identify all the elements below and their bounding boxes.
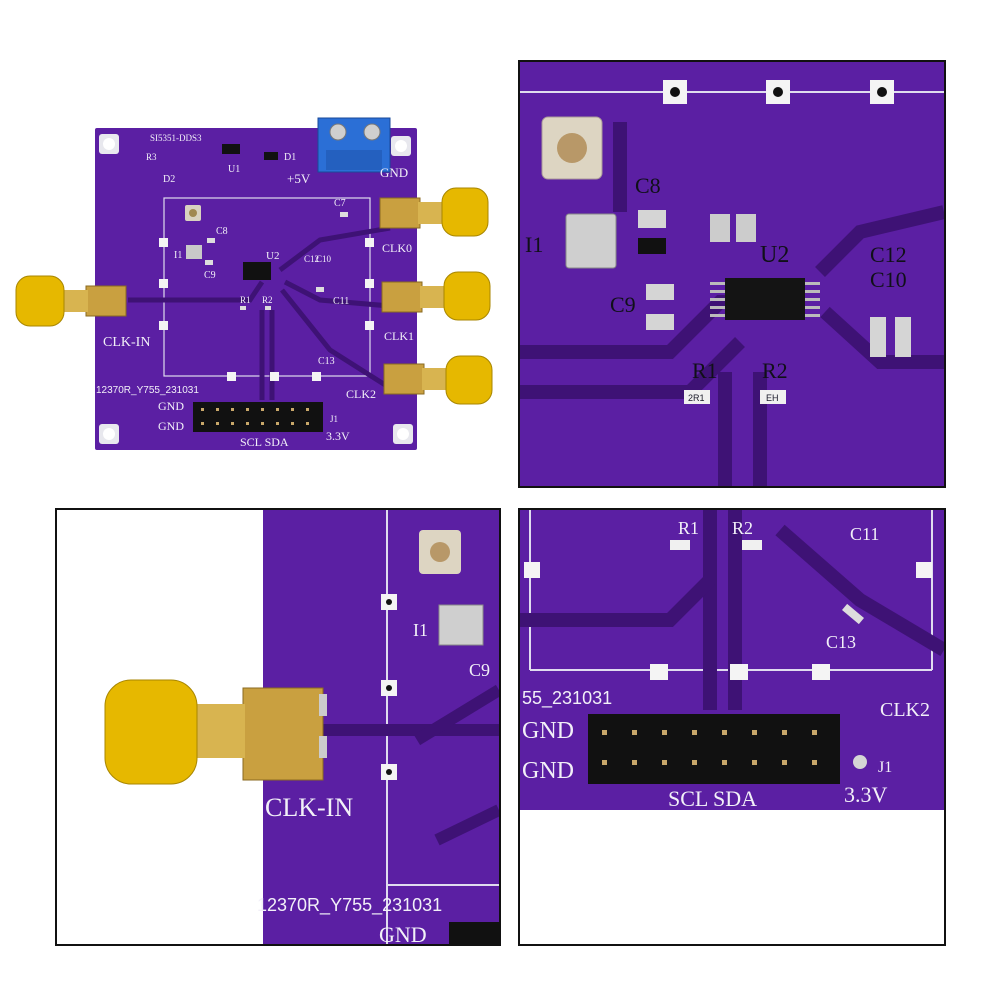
zoom-hdr-label-r1: R1	[678, 518, 699, 538]
label-scl-sda: SCL SDA	[240, 435, 289, 449]
label-clk1: CLK1	[384, 329, 414, 343]
ic-top-label: SI5351-DDS3	[150, 133, 202, 143]
zoom-in-label-c9: C9	[469, 660, 490, 680]
label-3v3: 3.3V	[326, 429, 350, 443]
label-c8: C8	[216, 226, 228, 237]
label-i1: I1	[174, 250, 182, 261]
label-c9: C9	[204, 270, 216, 281]
label-gnd-1: GND	[158, 399, 184, 413]
label-plus5v: +5V	[287, 171, 311, 186]
pin-header	[193, 402, 323, 432]
zoom-hdr-label-gnd-1: GND	[522, 718, 574, 744]
sma-connector-clk2	[383, 355, 493, 405]
sma-connector-clk0	[379, 187, 489, 237]
zoom-hdr-label-c13: C13	[826, 632, 856, 652]
zoom-ic-area: C8 I1 C9 U2 C12 C10 R1 R2 2R1 EH	[518, 60, 946, 488]
pcb-traces	[128, 225, 392, 400]
zoom-in-label-clk-in: CLK-IN	[265, 793, 353, 822]
label-clk0: CLK0	[382, 241, 412, 255]
zoom-ic-r1-code: 2R1	[688, 393, 705, 403]
zoom-ic-label-u2: U2	[760, 242, 789, 268]
zoom-ic-label-c10: C10	[870, 267, 907, 292]
zoom-hdr-label-scl-sda: SCL SDA	[668, 786, 757, 811]
zoom-hdr-code-partial: 55_231031	[522, 688, 612, 709]
zoom-hdr-label-r2: R2	[732, 518, 753, 538]
label-c7: C7	[334, 198, 346, 209]
label-gnd-top: GND	[380, 165, 408, 180]
inductor-i1	[565, 213, 617, 269]
zoom-hdr-label-clk2: CLK2	[880, 699, 930, 721]
label-u2: U2	[266, 250, 279, 262]
zoom-ic-label-c9: C9	[610, 292, 636, 317]
label-clk2: CLK2	[346, 387, 376, 401]
mounting-holes	[99, 134, 413, 444]
sma-connector-clk-in	[15, 275, 127, 327]
zoom-ic-label-r2: R2	[762, 358, 788, 383]
zoom-pin-header	[588, 714, 840, 784]
zoom-clk-in-area: I1 C9 CLK-IN 12370R_Y755_231031 GND	[55, 508, 501, 946]
label-clk-in: CLK-IN	[103, 335, 150, 350]
zoom-ic-label-i1: I1	[525, 232, 543, 257]
zoom-hdr-label-3v3: 3.3V	[844, 782, 888, 807]
sma-connector-clk1	[381, 271, 491, 321]
label-u1: U1	[228, 164, 240, 175]
zoom-in-label-gnd: GND	[379, 922, 427, 944]
label-gnd-2: GND	[158, 419, 184, 433]
zoom-ic-label-c12: C12	[870, 242, 907, 267]
zoom-clk-in-svg: I1 C9 CLK-IN 12370R_Y755_231031 GND	[57, 510, 499, 944]
label-c13: C13	[318, 356, 335, 367]
trimmer-pot	[541, 116, 603, 180]
zoom-hdr-label-j1: J1	[878, 759, 892, 776]
zoom-hdr-label-gnd-2: GND	[522, 758, 574, 784]
zoom-ic-label-r1: R1	[692, 358, 718, 383]
label-c11: C11	[333, 296, 349, 307]
zoom-in-label-i1: I1	[413, 620, 428, 640]
zoom-hdr-label-c11: C11	[850, 524, 879, 544]
zoom-header-area: R1 R2 C11 C13 CLK2 55_231031 GND GND J1 …	[518, 508, 946, 946]
zoom-ic-svg: C8 I1 C9 U2 C12 C10 R1 R2 2R1 EH	[520, 62, 944, 486]
zoom-header-svg: R1 R2 C11 C13 CLK2 55_231031 GND GND J1 …	[520, 510, 944, 944]
main-board-photo: SI5351-DDS3 D2 R3 U1 D1 +5V GND C7 C8 I1…	[0, 0, 510, 500]
smd-components	[185, 144, 348, 310]
label-r2: R2	[262, 295, 273, 305]
main-board-svg: SI5351-DDS3 D2 R3 U1 D1 +5V GND C7 C8 I1…	[15, 117, 493, 450]
power-terminal-block	[317, 117, 391, 173]
label-d1: D1	[284, 152, 296, 163]
outline-pads	[159, 238, 374, 381]
zoom-sma-connector	[104, 679, 327, 785]
label-c12: C12	[304, 254, 319, 264]
label-r1: R1	[240, 295, 251, 305]
label-d2: D2	[163, 174, 175, 185]
label-j1: J1	[330, 414, 338, 424]
zoom-ic-r2-code: EH	[766, 393, 779, 403]
label-board-code: 12370R_Y755_231031	[96, 385, 199, 396]
zoom-ic-label-c8: C8	[635, 173, 661, 198]
zoom-in-board-code: 12370R_Y755_231031	[257, 895, 442, 916]
label-c10: C10	[316, 254, 332, 264]
ic-u2	[725, 278, 805, 320]
label-r3: R3	[146, 152, 157, 162]
